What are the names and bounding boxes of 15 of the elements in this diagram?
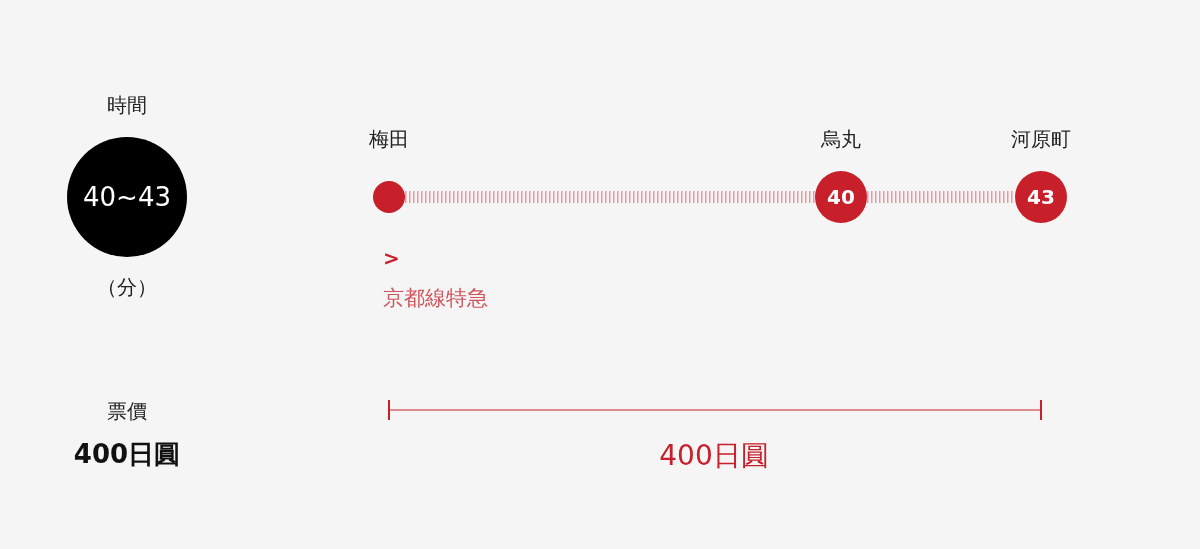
station-name: 河原町 [1011,126,1071,153]
fare-value: 400日圓 [659,438,769,474]
unit-label: （分） [97,274,157,301]
time-circle: 40~43 [67,137,187,257]
rail-track [867,191,1015,203]
fare-value: 400日圓 [73,438,181,471]
line-name: 京都線特急 [383,285,488,312]
heading: 時間 [107,92,147,119]
rail-track [405,191,815,203]
station-name: 梅田 [369,126,409,153]
station-marker: 43 [1015,171,1067,223]
direction-mark: > [383,246,400,270]
station-name: 烏丸 [821,126,861,153]
fare-heading: 票價 [107,398,147,425]
station-marker: 40 [815,171,867,223]
